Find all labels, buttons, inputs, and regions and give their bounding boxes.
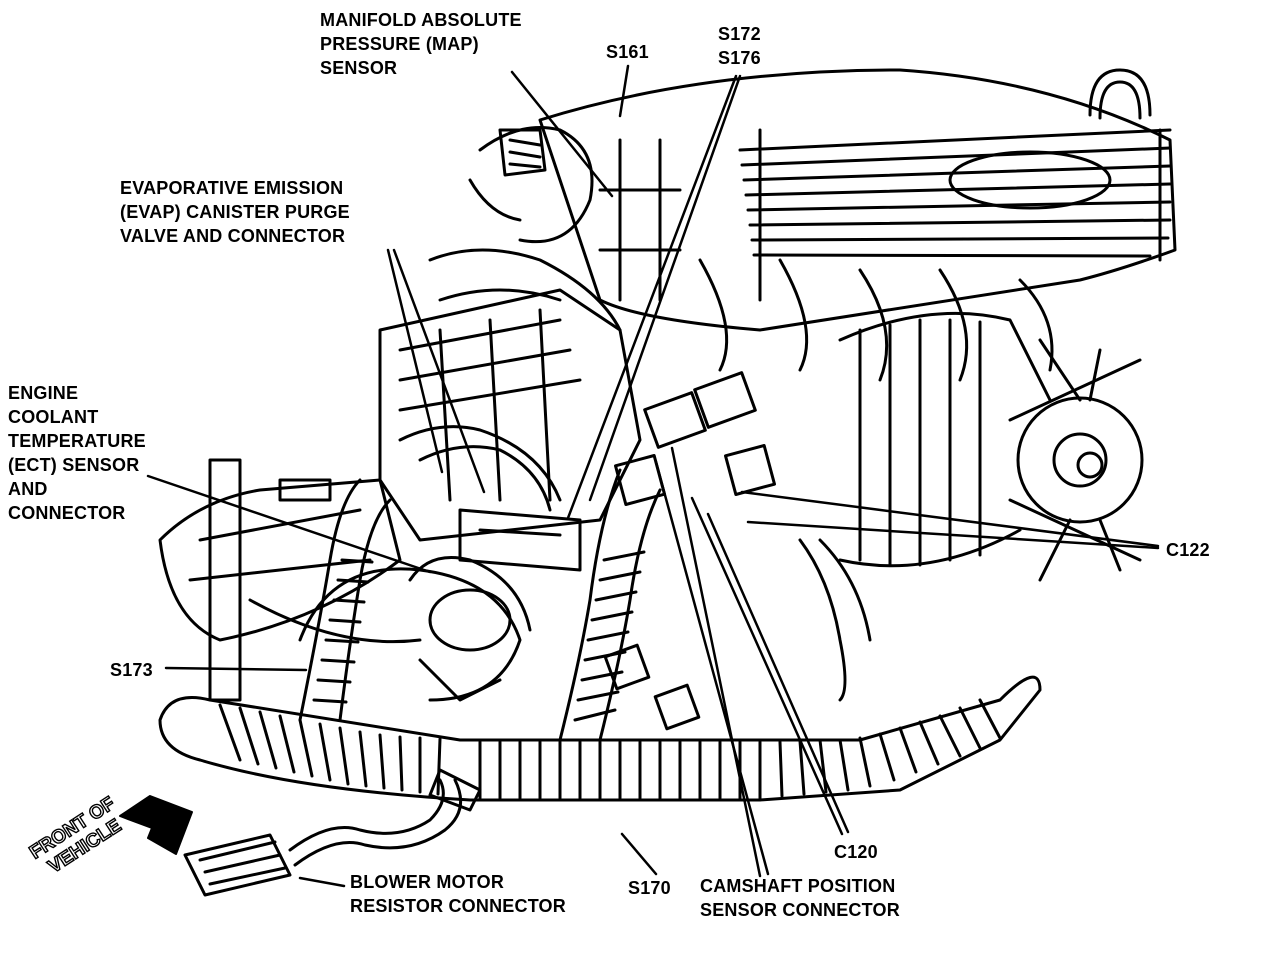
label-blower-line-1: BLOWER MOTOR — [350, 872, 505, 892]
leader-lines — [146, 64, 1160, 888]
leader-c122-1 — [746, 520, 1160, 550]
leader-camshaft-2 — [654, 460, 770, 876]
label-ect-line-3: TEMPERATURE — [8, 431, 146, 451]
leader-camshaft-1 — [670, 446, 762, 878]
label-evap: EVAPORATIVE EMISSION (EVAP) CANISTER PUR… — [120, 176, 350, 248]
label-s173: S173 — [110, 660, 153, 680]
label-evap-line-2: (EVAP) CANISTER PURGE — [120, 202, 350, 222]
leader-blower — [298, 876, 346, 888]
harness-branches — [298, 425, 872, 742]
label-ect-line-6: CONNECTOR — [8, 503, 126, 523]
intake-manifold-cover — [538, 68, 1177, 332]
label-camshaft: CAMSHAFT POSITION SENSOR CONNECTOR — [700, 874, 900, 922]
leader-c120-2 — [690, 496, 844, 836]
throttle-body — [408, 508, 582, 702]
label-s172: S172 — [718, 24, 761, 44]
label-c120: C120 — [834, 842, 878, 862]
leader-s172-1 — [588, 74, 742, 502]
leader-s161 — [618, 64, 630, 118]
leader-s172-2 — [566, 74, 738, 520]
engine-block — [158, 288, 642, 702]
label-map-sensor-line-3: SENSOR — [320, 58, 398, 78]
label-s170: S170 — [628, 878, 671, 898]
leader-evap-1 — [386, 248, 444, 474]
connector-cluster — [278, 371, 776, 731]
leader-s173 — [164, 666, 308, 672]
alternator — [838, 311, 1144, 582]
leader-c122-2 — [740, 490, 1160, 548]
label-ect: ENGINE COOLANT TEMPERATURE (ECT) SENSOR … — [8, 381, 146, 525]
front-arrow — [119, 795, 193, 855]
label-evap-line-3: VALVE AND CONNECTOR — [120, 226, 346, 246]
leader-c120-1 — [706, 512, 850, 834]
label-ect-line-1: ENGINE — [8, 383, 79, 403]
upper-hoses — [428, 126, 622, 332]
main-harness — [158, 675, 1042, 802]
label-ect-line-5: AND — [8, 479, 48, 499]
blower-connector-art — [183, 768, 482, 897]
label-ect-line-4: (ECT) SENSOR — [8, 455, 140, 475]
label-camshaft-line-2: SENSOR CONNECTOR — [700, 900, 900, 920]
label-map-sensor: MANIFOLD ABSOLUTE PRESSURE (MAP) SENSOR — [320, 8, 522, 80]
leader-evap-2 — [392, 248, 486, 494]
label-blower-line-2: RESISTOR CONNECTOR — [350, 896, 566, 916]
leader-ect — [146, 474, 432, 574]
label-evap-line-1: EVAPORATIVE EMISSION — [120, 178, 344, 198]
label-blower: BLOWER MOTOR RESISTOR CONNECTOR — [350, 870, 566, 918]
label-c122: C122 — [1166, 540, 1210, 560]
intake-runners — [598, 138, 1054, 382]
label-s176: S176 — [718, 48, 761, 68]
leader-map-sensor — [510, 70, 614, 198]
label-map-sensor-line-2: PRESSURE (MAP) — [320, 34, 479, 54]
label-map-sensor-line-1: MANIFOLD ABSOLUTE — [320, 10, 522, 30]
leader-s170 — [620, 832, 658, 876]
label-ect-line-2: COOLANT — [8, 407, 99, 427]
label-s161: S161 — [606, 42, 649, 62]
label-s172-s176: S172 S176 — [718, 22, 761, 70]
label-camshaft-line-1: CAMSHAFT POSITION — [700, 876, 896, 896]
